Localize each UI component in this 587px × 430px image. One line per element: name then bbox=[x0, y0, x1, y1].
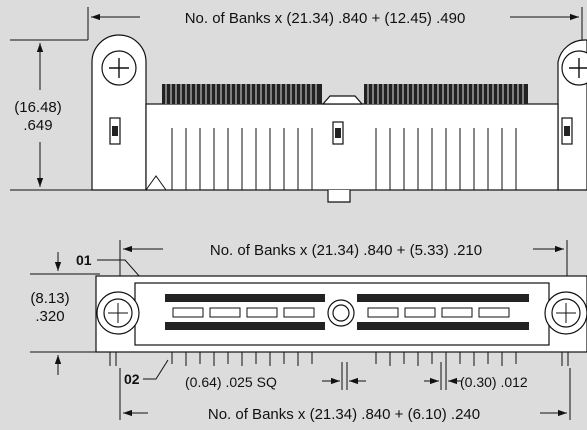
contact-bank-right bbox=[364, 84, 528, 104]
bottom-view: No. of Banks x (21.34) .840 + (5.33) .21… bbox=[30, 240, 587, 423]
top-height-dimension-mm: (16.48) bbox=[14, 99, 62, 116]
contact-bank-left bbox=[162, 84, 322, 104]
center-post bbox=[327, 190, 351, 203]
callout-02-leader bbox=[143, 359, 169, 380]
pin-square-dimension: (0.64) .025 SQ bbox=[185, 374, 277, 390]
bottom-top-width-dimension: No. of Banks x (21.34) .840 + (5.33) .21… bbox=[210, 242, 482, 259]
bottom-contact-rows bbox=[165, 294, 529, 330]
callout-02: 02 bbox=[124, 371, 140, 387]
top-view: No. of Banks x (21.34) .840 + (12.45) .4… bbox=[10, 7, 587, 203]
bottom-height-dimension-in: .320 bbox=[35, 308, 64, 325]
polarization-notch bbox=[145, 175, 167, 191]
top-tails bbox=[171, 128, 517, 190]
connector-body bbox=[145, 103, 559, 191]
center-key bbox=[321, 95, 364, 105]
bottom-width-dimension: No. of Banks x (21.34) .840 + (6.10) .24… bbox=[208, 406, 480, 423]
top-width-dimension: No. of Banks x (21.34) .840 + (12.45) .4… bbox=[185, 10, 466, 27]
pin-offset-dimension: (0.30) .012 bbox=[460, 374, 528, 390]
top-height-dimension-in: .649 bbox=[23, 117, 52, 134]
bottom-pins bbox=[109, 352, 569, 366]
bottom-height-dimension-mm: (8.13) bbox=[30, 290, 69, 307]
callout-01: 01 bbox=[76, 252, 92, 268]
